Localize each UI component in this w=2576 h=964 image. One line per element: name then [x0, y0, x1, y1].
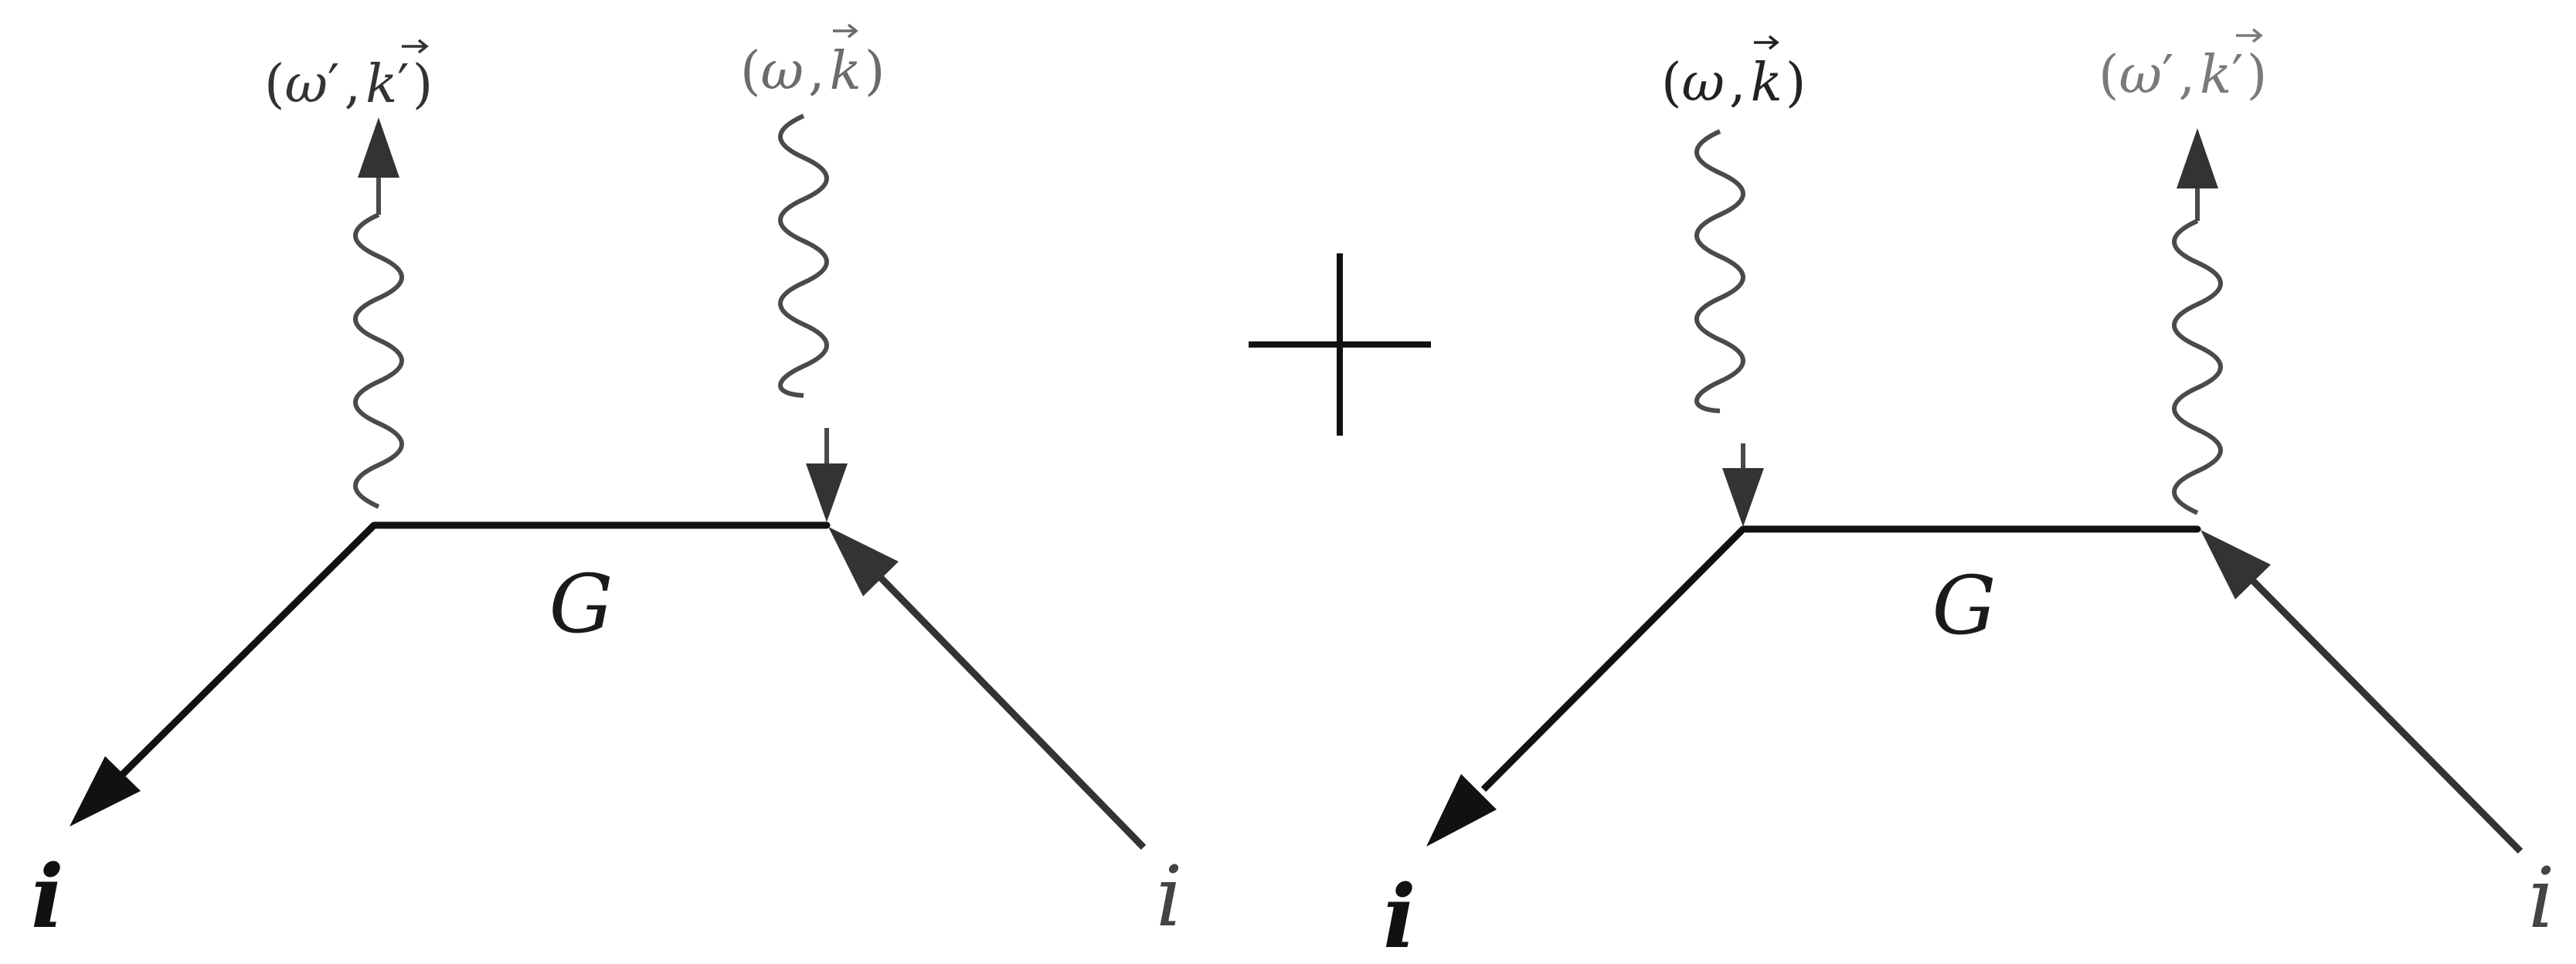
left-incoming-particle-line: [878, 575, 1147, 850]
left-absorbed-photon-arrowhead: [806, 463, 848, 522]
left-absorbed-open-paren: (: [740, 41, 761, 102]
right-absorbed-photon-label: (ω,k): [1661, 53, 1806, 114]
right-emitted-photon-label: (ω′,k′): [2099, 45, 2267, 106]
left-emitted-comma: ,: [344, 54, 361, 115]
right-incoming-particle-line: [2250, 578, 2523, 854]
left-incoming-arrowhead: [828, 527, 899, 596]
right-emitted-prime1: ′: [2162, 45, 2173, 106]
left-absorbed-comma: ,: [808, 41, 825, 102]
plus-operator: +: [1249, 253, 1431, 436]
left-emitted-omega: ω: [285, 54, 328, 115]
left-emitted-prime2: ′: [397, 54, 409, 115]
right-absorbed-close-paren: ): [1786, 53, 1806, 114]
left-propagator-label: G: [549, 557, 613, 651]
left-emitted-photon-label: (ω′,k′): [264, 54, 433, 115]
right-emitted-vector-arrow: [2236, 28, 2263, 43]
right-absorbed-omega: ω: [1682, 53, 1725, 114]
left-emitted-open-paren: (: [264, 54, 285, 115]
right-diagram: G i i (ω,k) (ω′,k′): [1383, 28, 2555, 964]
right-emitted-photon-wave: [2172, 219, 2223, 515]
right-emitted-close-paren: ): [2247, 45, 2268, 106]
right-emitted-photon-arrowhead: [2177, 128, 2218, 188]
left-outgoing-arrowhead: [70, 756, 141, 827]
left-emitted-prime1: ′: [328, 54, 339, 115]
left-absorbed-omega: ω: [761, 41, 804, 102]
left-outgoing-particle-line: [117, 522, 377, 780]
left-emitted-close-paren: ): [413, 54, 433, 115]
left-absorbed-photon-wave: [778, 114, 829, 398]
right-absorbed-vector-arrow: [1754, 35, 1779, 50]
left-emitted-k: k: [365, 54, 397, 115]
left-absorbed-vector-arrow: [833, 23, 858, 39]
right-propagator-label: G: [1932, 558, 1996, 653]
right-emitted-comma: ,: [2178, 45, 2195, 106]
left-emitted-photon-arrowhead: [358, 117, 399, 178]
left-emitted-photon-wave: [353, 212, 404, 509]
left-outgoing-particle-label: i: [31, 847, 64, 948]
right-absorbed-photon-arrowhead: [1722, 468, 1764, 527]
right-absorbed-open-paren: (: [1661, 53, 1682, 114]
right-absorbed-k: k: [1751, 53, 1782, 114]
right-emitted-k: k: [2200, 45, 2231, 106]
right-emitted-omega: ω: [2119, 45, 2162, 106]
left-absorbed-close-paren: ): [865, 41, 885, 102]
right-emitted-prime2: ′: [2231, 45, 2243, 106]
left-emitted-vector-arrow: [402, 39, 429, 54]
right-outgoing-particle-label: i: [1383, 867, 1416, 964]
right-outgoing-particle-line: [1480, 526, 1746, 793]
right-outgoing-arrowhead: [1426, 774, 1497, 847]
right-emitted-open-paren: (: [2099, 45, 2119, 106]
left-incoming-particle-label: i: [1156, 849, 1183, 945]
right-absorbed-photon-wave: [1694, 129, 1745, 413]
right-absorbed-comma: ,: [1729, 53, 1746, 114]
right-incoming-arrowhead: [2200, 530, 2271, 599]
left-absorbed-photon-label: (ω,k): [740, 41, 885, 102]
left-diagram: G i i (ω′,k′) (ω,k): [31, 23, 1183, 948]
right-incoming-particle-label: i: [2528, 850, 2555, 947]
left-absorbed-k: k: [830, 41, 861, 102]
